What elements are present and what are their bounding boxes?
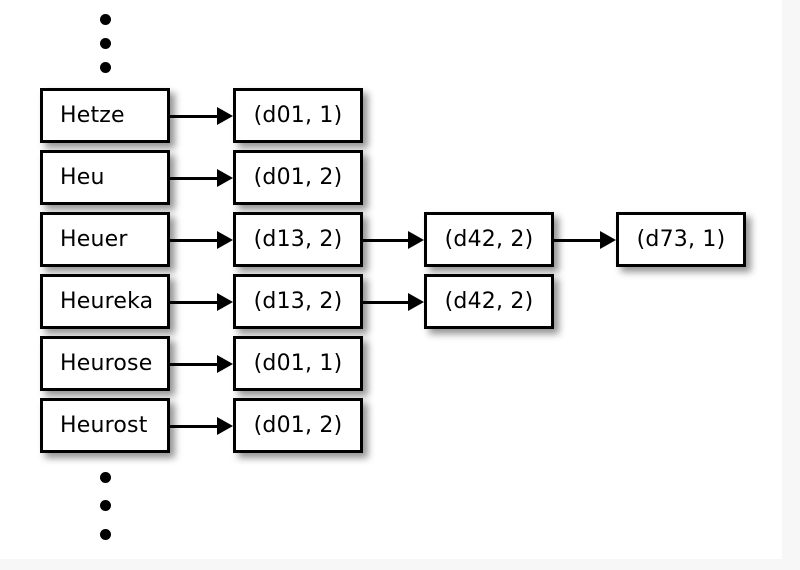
posting-node-1-2[interactable]: (d01, 2) bbox=[233, 150, 363, 205]
posting-label: (d01, 1) bbox=[253, 102, 343, 128]
term-node-heuer[interactable]: Heuer bbox=[40, 212, 170, 267]
posting-node-1-4[interactable]: (d13, 2) bbox=[233, 274, 363, 329]
term-label: Heureka bbox=[60, 288, 154, 314]
top-ellipsis-dot-3 bbox=[100, 62, 111, 73]
term-label: Heurost bbox=[60, 412, 148, 438]
term-node-heurost[interactable]: Heurost bbox=[40, 398, 170, 453]
term-node-heurose[interactable]: Heurose bbox=[40, 336, 170, 391]
bottom-ellipsis-dot-1 bbox=[100, 472, 111, 483]
page-edge-band-right bbox=[782, 0, 800, 570]
posting-node-2-1[interactable]: (d42, 2) bbox=[424, 212, 554, 267]
posting-label: (d13, 2) bbox=[253, 226, 343, 252]
term-label: Heu bbox=[60, 164, 105, 190]
posting-node-1-1[interactable]: (d01, 1) bbox=[233, 88, 363, 143]
top-ellipsis-dot-1 bbox=[100, 14, 111, 25]
page-edge-band-bottom bbox=[0, 559, 800, 570]
posting-node-3-1[interactable]: (d73, 1) bbox=[616, 212, 746, 267]
posting-node-2-2[interactable]: (d42, 2) bbox=[424, 274, 554, 329]
term-node-hetze[interactable]: Hetze bbox=[40, 88, 170, 143]
term-label: Hetze bbox=[60, 102, 125, 128]
term-label: Heuer bbox=[60, 226, 128, 252]
posting-label: (d42, 2) bbox=[444, 288, 534, 314]
posting-label: (d01, 1) bbox=[253, 350, 343, 376]
posting-label: (d42, 2) bbox=[444, 226, 534, 252]
posting-node-1-3[interactable]: (d13, 2) bbox=[233, 212, 363, 267]
posting-label: (d13, 2) bbox=[253, 288, 343, 314]
term-node-heu[interactable]: Heu bbox=[40, 150, 170, 205]
posting-label: (d01, 2) bbox=[253, 164, 343, 190]
bottom-ellipsis-dot-3 bbox=[100, 529, 111, 540]
posting-label: (d73, 1) bbox=[636, 226, 726, 252]
top-ellipsis-dot-2 bbox=[100, 38, 111, 49]
bottom-ellipsis-dot-2 bbox=[100, 500, 111, 511]
term-node-heureka[interactable]: Heureka bbox=[40, 274, 170, 329]
posting-node-1-5[interactable]: (d01, 1) bbox=[233, 336, 363, 391]
posting-node-1-6[interactable]: (d01, 2) bbox=[233, 398, 363, 453]
posting-label: (d01, 2) bbox=[253, 412, 343, 438]
term-label: Heurose bbox=[60, 350, 153, 376]
